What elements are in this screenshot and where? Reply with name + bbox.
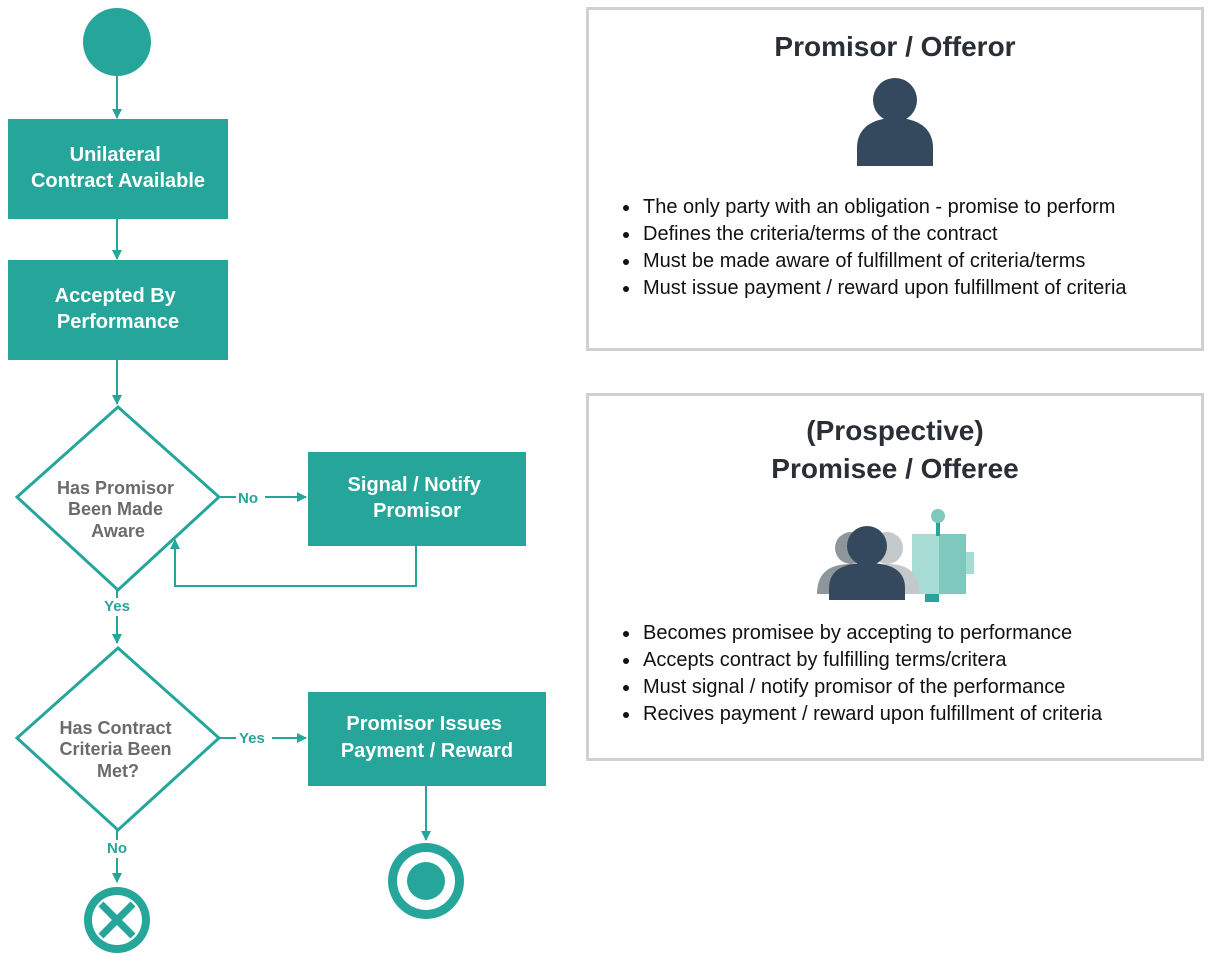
edge-label-aware-no: No: [238, 490, 258, 507]
bullet-item: Recives payment / reward upon fulfillmen…: [641, 701, 1201, 728]
bullet-item: Accepts contract by fulfilling terms/cri…: [641, 647, 1201, 674]
decision-criteria-met: Has Contract Criteria Been Met?: [14, 645, 222, 833]
decision-line: Aware: [91, 521, 145, 541]
box-line: Payment / Reward: [341, 740, 513, 762]
box-line: Signal / Notify: [348, 474, 482, 496]
panel-title: (Prospective) Promisee / Offeree: [589, 412, 1201, 488]
decision-line: Been Made: [68, 499, 163, 519]
edge-label-aware-yes: Yes: [104, 598, 130, 615]
box-line: Promisor Issues: [346, 713, 502, 735]
bullet-item: Must signal / notify promisor of the per…: [641, 674, 1201, 701]
svg-text:Unilateral Contract Avai: Unilateral Contract Available: [31, 144, 205, 192]
cancel-end-node-icon: [84, 887, 150, 953]
decision-promisor-aware: Has Promisor Been Made Aware: [14, 404, 222, 593]
bullet-item: Becomes promisee by accepting to perform…: [641, 620, 1201, 647]
svg-text:Has Contract Criteria Be: Has Contract Criteria Been Met?: [59, 718, 176, 781]
edge-label-criteria-yes: Yes: [239, 730, 265, 747]
final-end-node-icon: [388, 843, 464, 919]
connectors: [112, 76, 431, 883]
panel-title-line: Promisee / Offeree: [771, 453, 1019, 484]
svg-text:Has Promisor Been Made: Has Promisor Been Made Aware: [57, 478, 179, 541]
promisee-bullets: Becomes promisee by accepting to perform…: [589, 620, 1201, 728]
promisor-bullets: The only party with an obligation - prom…: [589, 194, 1201, 302]
decision-line: Met?: [97, 761, 139, 781]
bullet-item: The only party with an obligation - prom…: [641, 194, 1201, 221]
edge-signal-back-to-aware: [170, 539, 417, 587]
flowchart: Unilateral Contract Available Accepted B…: [8, 8, 546, 953]
box-line: Performance: [57, 311, 179, 333]
box-line: Accepted By: [55, 285, 177, 307]
box-line: Contract Available: [31, 170, 205, 192]
bullet-item: Defines the criteria/terms of the contra…: [641, 221, 1201, 248]
person-icon: [855, 76, 935, 166]
decision-line: Has Contract: [59, 718, 171, 738]
box-line: Unilateral: [70, 144, 161, 166]
process-box-unilateral-contract: Unilateral Contract Available: [8, 119, 228, 219]
edge-label-criteria-no: No: [107, 840, 127, 857]
bullet-item: Must issue payment / reward upon fulfill…: [641, 275, 1201, 302]
promisor-panel: Promisor / Offeror The only party with a…: [586, 7, 1204, 351]
panel-title: Promisor / Offeror: [774, 31, 1016, 62]
start-node-icon: [83, 8, 151, 76]
svg-text:Accepted By Performance: Accepted By Performance: [55, 285, 182, 333]
process-box-signal-notify: Signal / Notify Promisor: [308, 452, 526, 546]
decision-line: Has Promisor: [57, 478, 174, 498]
process-box-accepted-by-performance: Accepted By Performance: [8, 260, 228, 360]
process-box-promisor-issues-payment: Promisor Issues Payment / Reward: [308, 692, 546, 786]
bullet-item: Must be made aware of fulfillment of cri…: [641, 248, 1201, 275]
promisee-panel: (Prospective) Promisee / Offeree Becomes…: [586, 393, 1204, 761]
decision-line: Criteria Been: [59, 739, 171, 759]
svg-text:Promisor Issues Payment: Promisor Issues Payment / Reward: [341, 713, 513, 762]
svg-text:Signal / Notify Promisor: Signal / Notify Promisor: [348, 474, 487, 522]
panel-title-line: (Prospective): [806, 415, 984, 446]
group-and-robot-icon: [815, 508, 975, 608]
box-line: Promisor: [373, 500, 461, 522]
